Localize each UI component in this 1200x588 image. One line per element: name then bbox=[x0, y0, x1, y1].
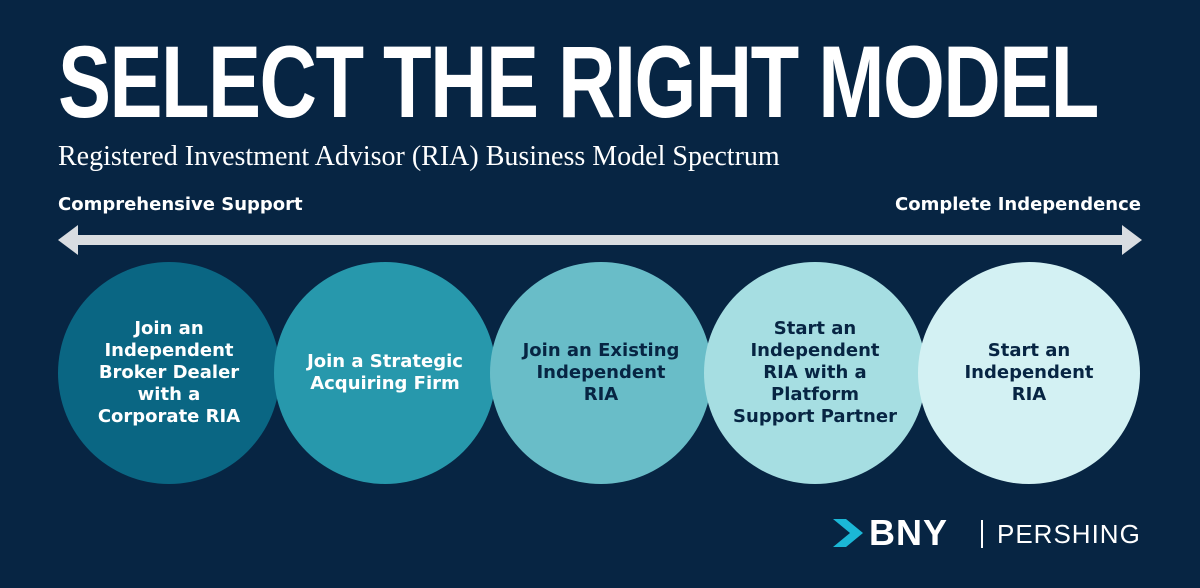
right-arrowhead bbox=[1122, 225, 1142, 255]
model-circle-start-independent-ria: Start an Independent RIA bbox=[918, 262, 1140, 484]
double-headed-arrow-icon bbox=[58, 225, 1142, 255]
logo-divider bbox=[981, 520, 983, 548]
page-subtitle: Registered Investment Advisor (RIA) Busi… bbox=[58, 141, 780, 172]
spectrum-arrow-shaft bbox=[76, 235, 1124, 245]
logo-brand: BNY bbox=[869, 512, 949, 553]
model-circle-independent-broker-dealer: Join an Independent Broker Dealer with a… bbox=[58, 262, 280, 484]
comprehensive-support-label: Comprehensive Support bbox=[58, 194, 303, 215]
model-label: Start an Independent RIA bbox=[964, 340, 1094, 405]
model-label: Start an Independent RIA with a Platform… bbox=[733, 318, 897, 427]
model-label: Join an Independent Broker Dealer with a… bbox=[97, 318, 241, 427]
left-arrowhead bbox=[58, 225, 78, 255]
model-circle-existing-independent-ria: Join an Existing Independent RIA bbox=[490, 262, 712, 484]
bny-chevron-icon bbox=[833, 519, 863, 547]
complete-independence-label: Complete Independence bbox=[895, 194, 1141, 215]
logo-division: PERSHING bbox=[997, 519, 1141, 549]
model-label: Join a Strategic Acquiring Firm bbox=[307, 351, 463, 394]
bny-pershing-logo: BNY PERSHING bbox=[833, 512, 1145, 553]
model-label: Join an Existing Independent RIA bbox=[522, 340, 680, 405]
model-circle-platform-support-partner: Start an Independent RIA with a Platform… bbox=[704, 262, 926, 484]
model-circle-strategic-acquiring-firm: Join a Strategic Acquiring Firm bbox=[274, 262, 496, 484]
page-title: SELECT THE RIGHT MODEL bbox=[58, 25, 1099, 139]
